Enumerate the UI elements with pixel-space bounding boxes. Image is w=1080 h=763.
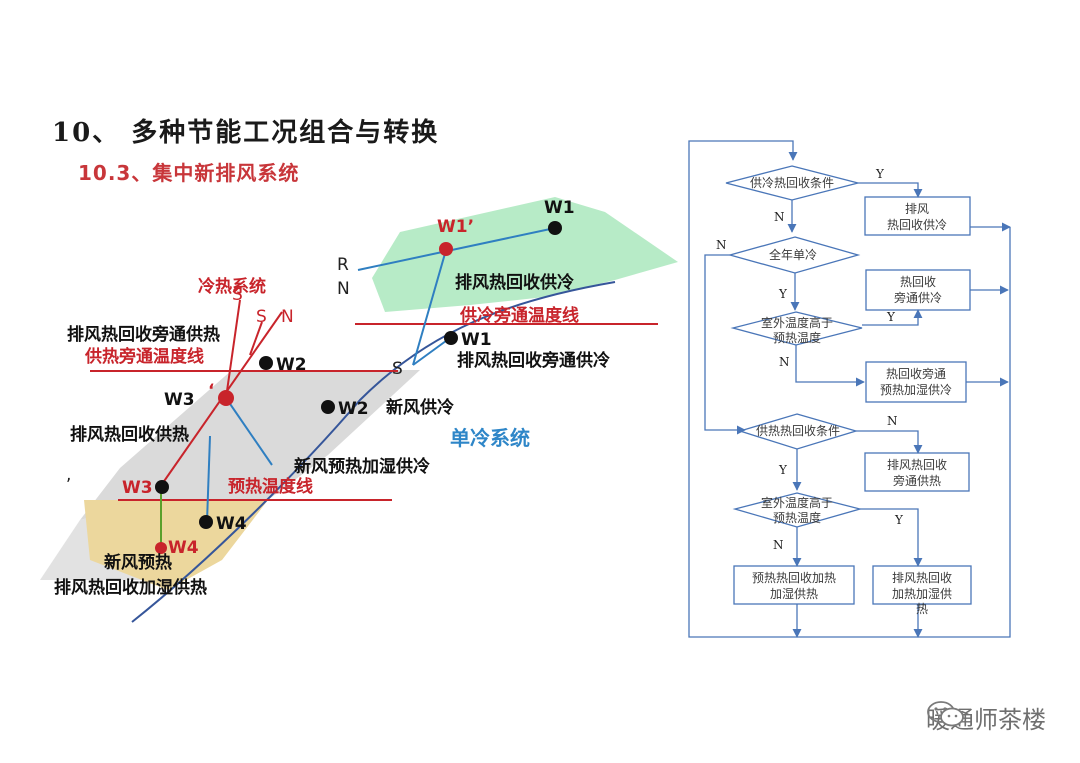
w4-red-label: W4 [168,538,199,558]
w2-lower-label: W2 [338,399,369,419]
w1-label: W1 [544,198,575,218]
w4-label: W4 [216,514,247,534]
s2-label: S [256,307,267,327]
s1-label: S [232,285,243,305]
preheat-temp-line-label: 预热温度线 [228,476,313,497]
node-exhaust-bypass-heating-l1: 排风热回收 [887,458,947,472]
wechat-icon [927,701,964,727]
w1-point [548,221,562,235]
w3-prime-mark: ‘ [208,381,214,401]
w3-point [155,480,169,494]
node-preheat-recovery-l2: 加湿供热 [770,586,818,601]
node-exhaust-recovery-cooling-l2: 热回收供冷 [887,218,947,232]
fresh-air-preheat-humidify-heating-label: 新风预热加湿供冷 [294,456,430,477]
node-year-round-cooling: 全年单冷 [769,247,817,262]
w2-upper-label: W2 [276,355,307,375]
r-label: R [337,255,349,275]
watermark: 暖通师茶楼 [926,700,1046,735]
page-title: 10、 多种节能工况组合与转换 [52,118,440,148]
branch-y-1: Y [875,167,885,181]
heating-bypass-temp-line-label: 供热旁通温度线 [84,346,204,367]
node-heating-recovery-condition: 供热热回收条件 [756,424,840,438]
w3-label: W3 [122,478,153,498]
w4-point [199,515,213,529]
psychrometric-diagram: W1 W1’ W1 W2 W2 W3 ‘ W3 W4 W4 R N S S S … [40,197,678,623]
fresh-air-cooling-label: 新风供冷 [386,397,454,418]
exhaust-heat-recovery-bypass-heating-label: 排风热回收旁通供热 [67,324,220,345]
node-exhaust-heat-humidify-l3: 热 [916,602,928,616]
node-outdoor-above-preheat-l1: 室外温度高于 [761,495,833,510]
exhaust-heat-recovery-heating-label: 排风热回收供热 [70,424,189,445]
node-exhaust-recovery-cooling-l1: 排风 [905,202,929,216]
red-s2-line [249,321,263,356]
w4-red-point [155,542,167,554]
branch-y-5: Y [894,513,904,527]
page-subtitle: 10.3、集中新排风系统 [78,161,300,185]
branch-n-4: N [887,414,898,428]
branch-n-3: N [779,355,790,369]
node-recovery-bypass-cooling-l1: 热回收 [900,275,936,289]
node-outdoor-above-preheat-l2: 预热温度 [773,510,821,525]
w1-lower-point [444,331,458,345]
node-recovery-bypass-preheat-l1: 热回收旁通 [886,366,946,381]
node-cooling-recovery-condition: 供冷热回收条件 [750,176,834,190]
w3-prime-label: W3 [164,390,195,410]
w2-upper-point [259,356,273,370]
branch-y-2: Y [778,287,788,301]
branch-n-1: N [774,210,785,224]
branch-n-2: N [716,238,727,252]
node-exhaust-bypass-heating-l2: 旁通供热 [893,473,941,488]
w1prime-to-s-line [412,249,447,366]
node-recovery-bypass-cooling-l2: 旁通供冷 [894,290,942,305]
n-left-label: N [337,279,350,299]
cold-heat-system-label: 冷热系统 [198,276,266,297]
fresh-air-preheat-label: 新风预热 [104,552,172,573]
node-exhaust-heat-humidify-l2: 加热加湿供 [892,586,952,601]
exhaust-heat-recovery-cooling-label: 排风热回收供冷 [455,272,574,293]
w3prime-to-fresh-line [225,397,273,466]
w1-prime-label: W1’ [437,217,474,237]
exhaust-heat-recovery-bypass-cooling-label: 排风热回收旁通供冷 [457,350,610,371]
cooling-bypass-temp-line-label: 供冷旁通温度线 [459,305,579,326]
w1-lower-label: W1 [461,330,492,350]
node-outdoor-above-precool-l1: 室外温度高于 [761,315,833,330]
w2-lower-point [321,400,335,414]
branch-y-4: Y [778,463,788,477]
s-to-w1-line [412,337,451,366]
branch-n-5: N [773,538,784,552]
saturation-curve [131,281,616,623]
branch-y-3: Y [886,310,896,324]
node-preheat-recovery-l1: 预热热回收加热 [752,571,836,585]
r-to-w1-line [357,227,556,271]
w3prime-to-w4-line [206,435,211,523]
w1-prime-point [439,242,453,256]
green-cooling-zone [372,197,678,312]
node-exhaust-heat-humidify-l1: 排风热回收 [892,571,952,585]
node-outdoor-above-precool-l2: 预热温度 [773,330,821,345]
exhaust-heat-recovery-humidify-heating-label: 排风热回收加湿供热 [54,577,207,598]
stray-mark: , [66,465,71,485]
w3-prime-point [218,390,234,406]
red-s-line [225,299,241,399]
s-lower-label: S [392,359,403,379]
node-recovery-bypass-preheat-l2: 预热加湿供冷 [880,382,952,397]
single-cooling-system-label: 单冷系统 [450,426,530,450]
tan-preheat-zone [84,500,268,590]
n-red-label: N [281,307,294,327]
